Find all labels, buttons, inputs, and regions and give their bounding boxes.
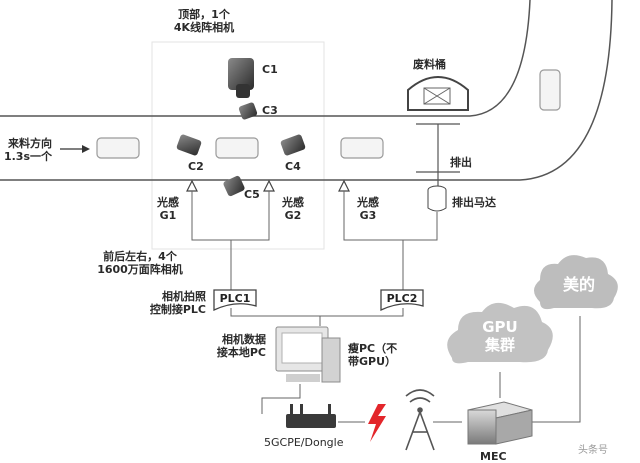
camera-icon	[280, 134, 306, 156]
camera-c4-label: C4	[285, 160, 301, 173]
top-camera-line-1: 顶部，1个	[178, 8, 230, 21]
camera-plc-label: 相机拍照 控制接PLC	[130, 290, 206, 316]
antenna-icon	[405, 389, 435, 451]
cpe-label: 5GCPE/Dongle	[264, 436, 344, 449]
waste-bin-label: 废料桶	[413, 58, 446, 71]
camera-c3-label: C3	[262, 104, 278, 117]
camera-icon	[238, 102, 258, 120]
cloud-icon	[447, 302, 553, 364]
top-camera-label: 顶部，1个 4K线阵相机	[164, 8, 244, 34]
pc-icon	[275, 326, 341, 383]
area-cameras-line-2: 1600万面阵相机	[97, 263, 183, 276]
watermark: 头条号	[578, 445, 608, 456]
feed-direction-label: 来料方向 1.3s一个	[0, 137, 52, 163]
motor-icon	[427, 185, 447, 212]
camera-c5-label: C5	[244, 188, 260, 201]
plc2-label: PLC2	[386, 292, 418, 305]
router-icon	[286, 404, 336, 428]
feed-direction-line-1: 来料方向	[8, 137, 52, 150]
mec-label: MEC	[480, 450, 507, 463]
gpu-cluster-label: GPU 集群	[468, 318, 532, 354]
sensor-g1-line-1: 光感	[157, 196, 179, 209]
discharge-motor-label: 排出马达	[452, 196, 496, 209]
discharge-pusher	[416, 123, 460, 186]
camera-icon	[228, 58, 254, 98]
camera-data-label: 相机数据 接本地PC	[190, 333, 266, 359]
thin-pc-label: 瘦PC（不 带GPU）	[348, 342, 397, 368]
plc-boxes	[213, 289, 424, 312]
camera-data-line-2: 接本地PC	[216, 346, 266, 359]
bin-icon	[407, 76, 469, 111]
area-cameras-label: 前后左右，4个 1600万面阵相机	[90, 250, 190, 276]
feed-direction-line-2: 1.3s一个	[3, 150, 52, 163]
discharge-label: 排出	[450, 156, 472, 169]
gpu-cluster-line-1: GPU	[482, 318, 518, 336]
cloud-icon	[534, 255, 618, 310]
sensor-g1-label: 光感 G1	[148, 196, 188, 222]
meidi-cloud-label: 美的	[562, 275, 595, 294]
area-cameras-line-1: 前后左右，4个	[103, 250, 177, 263]
sensor-g2-line-2: G2	[284, 209, 302, 222]
plc1-label: PLC1	[219, 292, 251, 305]
camera-icon	[223, 175, 245, 197]
camera-plc-line-2: 控制接PLC	[149, 303, 206, 316]
camera-data-line-1: 相机数据	[222, 333, 266, 346]
lightning-icon	[368, 404, 386, 442]
camera-plc-line-1: 相机拍照	[162, 290, 206, 303]
sensor-g1-line-2: G1	[159, 209, 177, 222]
gpu-cluster-line-2: 集群	[484, 336, 515, 354]
product-items	[96, 69, 561, 159]
sensor-g3-line-1: 光感	[357, 196, 379, 209]
top-camera-line-2: 4K线阵相机	[173, 21, 235, 34]
conveyor	[0, 0, 613, 181]
camera-c2-label: C2	[188, 160, 204, 173]
sensor-g2-line-1: 光感	[282, 196, 304, 209]
camera-icon	[176, 134, 202, 156]
sensor-markers	[186, 179, 350, 192]
camera-c1-label: C1	[262, 63, 278, 76]
sensor-g3-label: 光感 G3	[348, 196, 388, 222]
wiring	[191, 191, 581, 423]
sensor-g2-label: 光感 G2	[273, 196, 313, 222]
server-icon	[467, 401, 533, 445]
sensor-g3-line-2: G3	[359, 209, 377, 222]
inspection-zone	[151, 41, 325, 250]
thin-pc-line-1: 瘦PC（不	[348, 342, 398, 355]
thin-pc-line-2: 带GPU）	[348, 355, 397, 368]
